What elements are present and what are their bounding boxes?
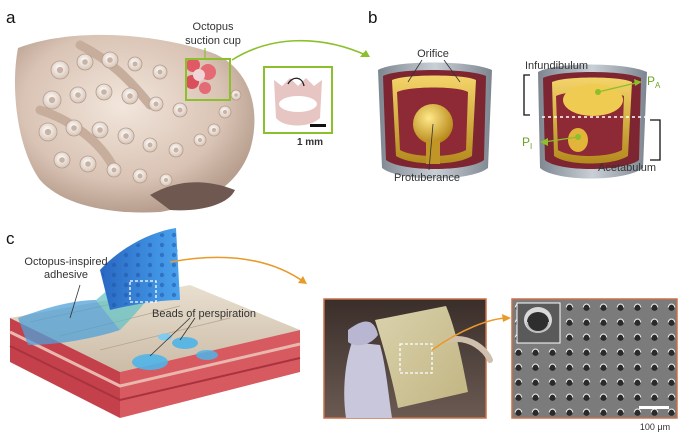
panel-letter-a: a (6, 8, 16, 27)
scale-label-1mm: 1 mm (297, 137, 323, 148)
sucker-dot-center (123, 133, 129, 139)
octopus-inspired-adhesive-sheet (18, 228, 180, 345)
sucker-dot-center (127, 93, 133, 99)
label-adhesive-line2: adhesive (44, 269, 88, 281)
sucker-dot-center (177, 107, 183, 113)
arrowhead-green (360, 50, 370, 57)
panel-letter-b: b (368, 8, 377, 27)
sucker-dot-center (153, 101, 159, 107)
suction-cup-model-right (530, 64, 650, 179)
sucker-highlight-box (185, 58, 231, 101)
sucker-dot-center (111, 167, 117, 173)
callout-arrow-green (231, 39, 369, 61)
sucker-dot-center (163, 177, 169, 183)
panel-letter-c: c (6, 229, 15, 248)
highlighted-sucker-cluster (185, 58, 216, 94)
sucker-dot-center (75, 92, 81, 98)
callout-octopus-line2: suction cup (185, 35, 241, 47)
sucker-dot-center (234, 93, 238, 97)
label-beads-of-perspiration: Beads of perspiration (152, 308, 256, 320)
sucker-dot-center (71, 125, 77, 131)
sucker-dot-center (85, 161, 91, 167)
sem-micrograph (511, 298, 678, 419)
sucker-closeup-photo (263, 66, 333, 134)
sucker-dot-center (137, 173, 143, 179)
sucker-dot-center (82, 59, 88, 65)
sucker-dot-center (197, 137, 203, 143)
scale-bar-100um (639, 406, 669, 409)
sucker-dot-center (107, 57, 113, 63)
sucker-dot-center (101, 89, 107, 95)
label-protuberance: Protuberance (394, 172, 460, 184)
curved-arrow-icon (287, 77, 305, 87)
label-acetabulum: Acetabulum (598, 162, 656, 174)
label-infundibulum: Infundibulum (525, 60, 588, 72)
sucker-dot-center (132, 61, 138, 67)
sucker-dot-center (97, 127, 103, 133)
sucker-dot-center (48, 96, 56, 104)
label-adhesive-line1: Octopus-inspired (24, 256, 107, 268)
callout-arrow-orange-2 (431, 317, 509, 351)
sucker-dot-center (59, 157, 65, 163)
octopus-suckers (38, 51, 242, 187)
sucker-dot-center (211, 127, 217, 133)
label-orifice: Orifice (417, 48, 449, 60)
scale-bar-1mm (310, 124, 326, 127)
suction-cup-model-left (378, 62, 492, 179)
sucker-dot-center (222, 109, 228, 115)
scale-label-100um: 100 μm (640, 422, 670, 432)
bracket-acetabulum (650, 119, 661, 161)
sucker-dot-center (44, 128, 52, 136)
callout-arrow-orange-1 (169, 256, 305, 283)
label-pressure-i: PI (522, 135, 532, 151)
adhesive-film-photo (323, 298, 493, 419)
sucker-dot-center (56, 66, 64, 74)
callout-octopus-line1: Octopus (193, 21, 234, 33)
sucker-dot-center (173, 147, 179, 153)
bracket-infundibulum (523, 74, 530, 116)
sucker-dot-center (147, 142, 153, 148)
sucker-dot-center (157, 69, 163, 75)
label-pressure-a: PA (647, 74, 661, 90)
